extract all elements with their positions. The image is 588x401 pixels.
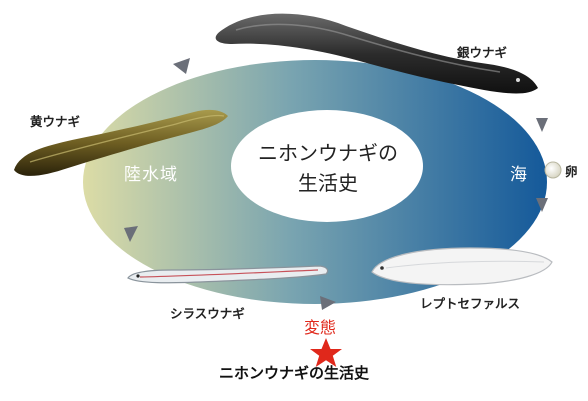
silver-eel-illustration [215, 13, 538, 94]
label-yellow-eel: 黄ウナギ [30, 114, 81, 129]
center-label-line1: ニホンウナギの [258, 141, 398, 165]
arrow-right-bottom [536, 198, 548, 212]
label-metamorphosis: 変態 [304, 318, 337, 337]
center-label-line2: 生活史 [298, 171, 358, 195]
label-silver-eel: 銀ウナギ [457, 45, 508, 60]
label-glass-eel: シラスウナギ [170, 306, 245, 321]
label-egg: 卵 [565, 164, 578, 179]
center-label: ニホンウナギの 生活史 [238, 138, 418, 198]
yellow-eel-illustration [14, 109, 228, 176]
region-freshwater: 陸水域 [124, 165, 178, 185]
label-leptocephalus: レプトセファルス [420, 296, 521, 311]
glass-eel-illustration [127, 265, 329, 284]
arrow-top-left [173, 58, 190, 74]
arrow-right-top [536, 118, 548, 132]
arrow-left [124, 226, 138, 242]
egg-illustration [544, 161, 562, 179]
center-oval [231, 110, 423, 222]
region-sea: 海 [510, 165, 528, 185]
figure-caption: ニホンウナギの生活史 [218, 364, 369, 382]
arrow-bottom [320, 296, 336, 310]
metamorphosis-star-icon [310, 338, 342, 367]
leptocephalus-illustration [371, 247, 553, 286]
cycle-arrows [124, 58, 548, 310]
